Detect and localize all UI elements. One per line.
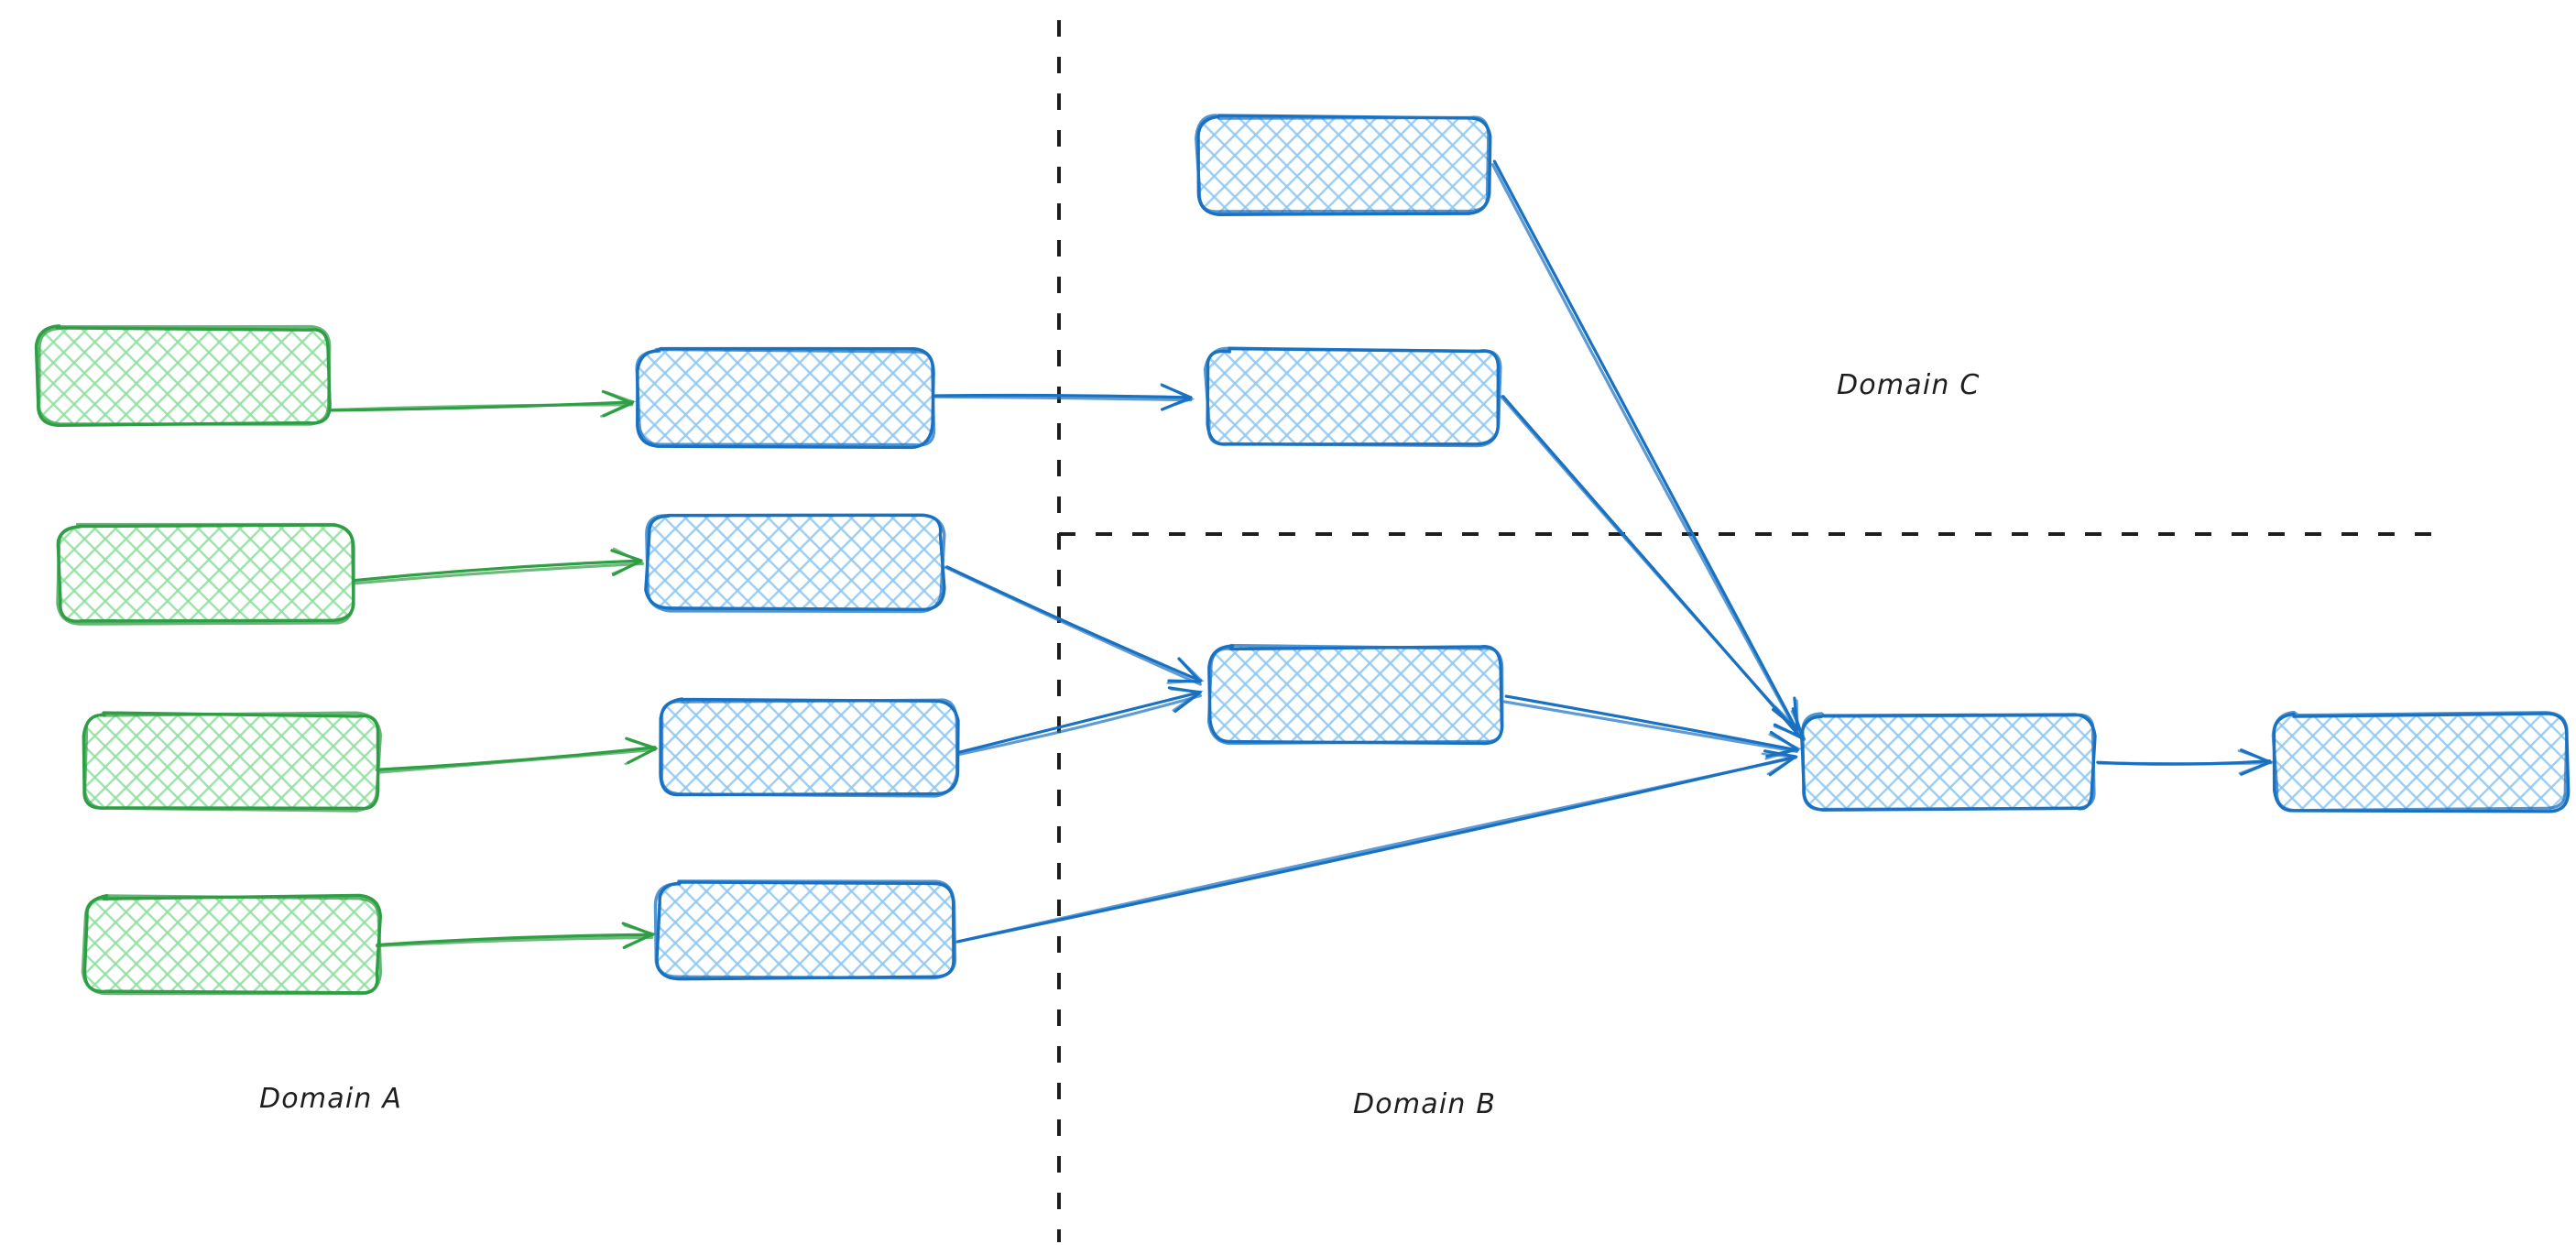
- node-outline: [660, 698, 959, 798]
- node-outline: [645, 513, 946, 614]
- edge-a4-b4[interactable]: [375, 922, 658, 950]
- domain-label-a: Domain A: [259, 1083, 403, 1115]
- edge-arrowhead-2: [1166, 657, 1205, 684]
- node-b2[interactable]: [644, 513, 946, 614]
- node-c3[interactable]: [1206, 643, 1504, 746]
- edge-shaft: [957, 690, 1202, 754]
- edge-shaft: [375, 935, 654, 948]
- edge-arrowhead-2: [2237, 749, 2275, 775]
- node-fill-cross: [60, 527, 353, 622]
- edge-a1-b1[interactable]: [326, 389, 637, 418]
- edge-shaft: [957, 693, 1203, 756]
- node-a4[interactable]: [81, 893, 383, 996]
- divider-layer: [1057, 20, 2448, 1242]
- node-b1[interactable]: [635, 346, 936, 450]
- node-fill-cross: [1198, 117, 1490, 213]
- edge-b2-c3[interactable]: [944, 565, 1205, 686]
- node-d1[interactable]: [1800, 712, 2097, 812]
- node-b4[interactable]: [653, 879, 957, 981]
- edge-b3-c3[interactable]: [957, 686, 1204, 756]
- node-outline: [81, 894, 383, 996]
- edge-shaft: [945, 565, 1203, 682]
- edge-arrowhead-2: [624, 738, 659, 766]
- edge-layer: [326, 159, 2275, 950]
- edge-shaft: [1504, 694, 1799, 752]
- edge-arrowhead-2: [611, 547, 644, 575]
- edge-shaft: [326, 403, 634, 412]
- node-outline: [635, 347, 936, 447]
- node-outline: [1195, 114, 1490, 213]
- node-fill-cross: [1211, 647, 1502, 742]
- edge-d1-e1[interactable]: [2096, 748, 2275, 776]
- node-c1[interactable]: [1195, 114, 1492, 216]
- node-a3[interactable]: [82, 711, 382, 813]
- domain-label-c: Domain C: [1837, 369, 1981, 401]
- node-outline: [1801, 712, 2096, 812]
- edge-arrowhead-2: [1764, 733, 1803, 760]
- edge-shaft: [376, 933, 655, 947]
- node-fill-cross: [85, 898, 378, 993]
- node-fill-cross: [85, 715, 378, 810]
- node-fill-cross: [648, 515, 943, 610]
- node-outline: [56, 522, 355, 626]
- edge-shaft: [1490, 163, 1799, 734]
- edge-shaft: [377, 748, 657, 774]
- node-outline: [653, 879, 957, 980]
- edge-shaft: [933, 395, 1193, 402]
- edge-b4-d1[interactable]: [953, 749, 1799, 944]
- edge-b1-c2[interactable]: [933, 383, 1195, 411]
- node-outline: [2271, 710, 2569, 813]
- edge-a2-b2[interactable]: [353, 547, 645, 585]
- node-fill-cross: [658, 883, 953, 978]
- node-b3[interactable]: [659, 697, 960, 798]
- node-fill-cross: [38, 328, 330, 423]
- edge-c3-d1[interactable]: [1502, 694, 1803, 760]
- edge-arrowhead-2: [600, 390, 637, 418]
- node-fill-cross: [639, 350, 933, 445]
- edge-shaft: [1500, 395, 1806, 741]
- edge-shaft: [933, 393, 1193, 399]
- node-a1[interactable]: [34, 324, 332, 428]
- edge-arrowhead-2: [623, 924, 658, 947]
- edge-arrowhead-2: [1170, 687, 1204, 712]
- node-fill-cross: [2276, 715, 2567, 810]
- node-fill-cross: [661, 700, 956, 795]
- edge-c1-d1[interactable]: [1490, 159, 1799, 734]
- node-c2[interactable]: [1203, 346, 1502, 448]
- node-e1[interactable]: [2271, 710, 2571, 813]
- edge-arrowhead-2: [1160, 383, 1195, 409]
- edge-shaft: [353, 562, 645, 585]
- domain-label-b: Domain B: [1353, 1088, 1497, 1120]
- edge-shaft: [1492, 159, 1798, 731]
- edge-shaft: [375, 746, 657, 771]
- edge-shaft: [2097, 761, 2273, 766]
- node-layer: [34, 114, 2571, 996]
- node-outline: [82, 711, 382, 813]
- node-fill-cross: [1803, 715, 2094, 810]
- edge-c2-d1[interactable]: [1500, 395, 1806, 741]
- edge-shaft: [353, 559, 643, 583]
- node-outline: [38, 324, 332, 426]
- edge-shaft: [953, 756, 1797, 944]
- edge-shaft: [1502, 700, 1798, 753]
- node-outline: [1203, 346, 1502, 448]
- node-outline: [1206, 643, 1504, 746]
- node-a2[interactable]: [56, 522, 355, 626]
- edge-a3-b3[interactable]: [375, 737, 659, 774]
- node-fill-cross: [1207, 350, 1499, 445]
- edge-shaft: [944, 565, 1202, 686]
